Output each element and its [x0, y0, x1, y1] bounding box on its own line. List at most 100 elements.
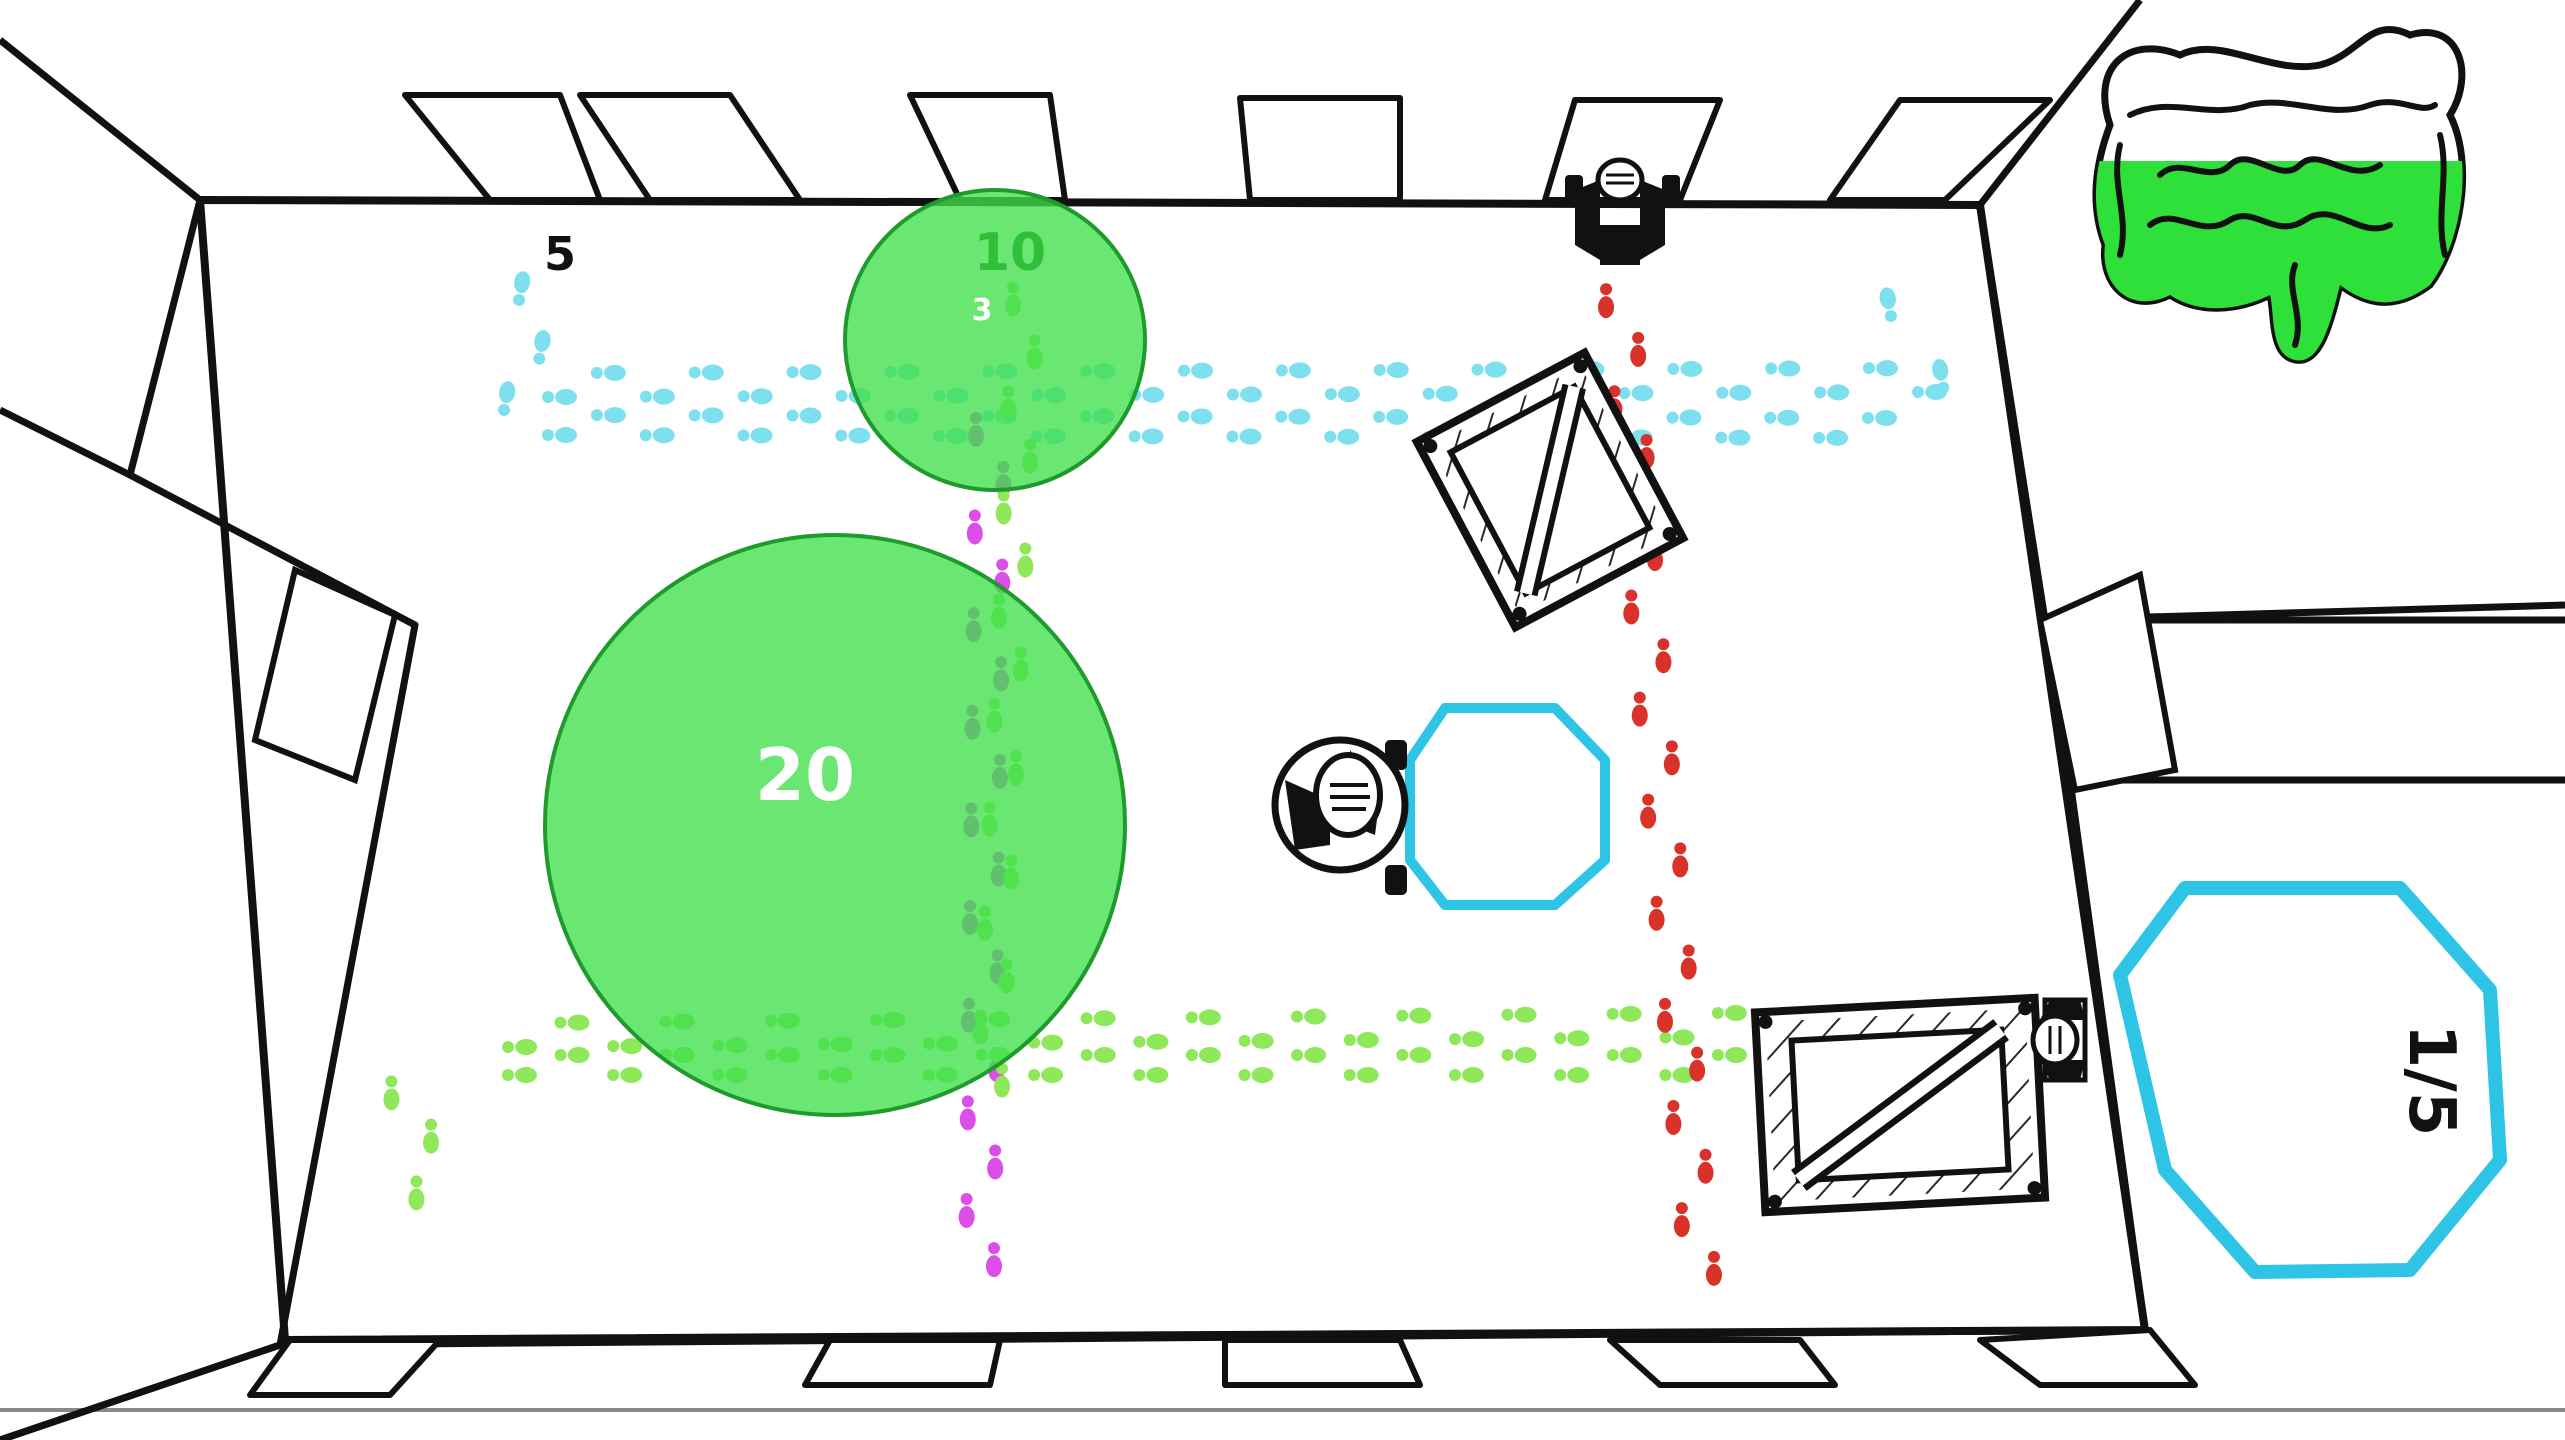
- footprint-cyan: [533, 330, 551, 365]
- footprint-cyan: [1373, 361, 1409, 378]
- guard-icon-top: [1565, 157, 1680, 265]
- footprint-cyan: [737, 427, 773, 444]
- footprint-magenta: [987, 1144, 1004, 1180]
- footprint-cyan: [1177, 408, 1213, 425]
- guard-icon-right: [2030, 997, 2088, 1083]
- footprint-magenta: [958, 1193, 975, 1229]
- footprint-cyan: [1324, 428, 1360, 445]
- footprint-cyan: [1667, 360, 1703, 377]
- footprint-green: [502, 1038, 538, 1055]
- target-ring-near-player[interactable]: [1405, 703, 1610, 910]
- footprint-green: [995, 489, 1012, 525]
- footprint-cyan: [590, 364, 626, 381]
- footprint-cyan: [1715, 429, 1751, 446]
- goal-progress-label: 1/5: [2394, 1024, 2468, 1136]
- wall-crenels-top: [402, 92, 2053, 203]
- wall-crenels-bottom: [247, 1327, 2198, 1398]
- footprint-green: [1448, 1067, 1484, 1083]
- wall-window-left: [251, 565, 399, 785]
- footprint-cyan: [1814, 384, 1850, 401]
- footprint-cyan: [737, 388, 773, 405]
- footprint-cyan: [1422, 385, 1458, 402]
- footprint-cyan: [639, 388, 675, 405]
- footprint-green: [1606, 1005, 1642, 1022]
- footprint-red: [1689, 1046, 1706, 1082]
- footprint-green: [1028, 1067, 1064, 1083]
- footprint-red: [1656, 997, 1673, 1033]
- gas-cloud-small-value: 10: [974, 223, 1046, 283]
- footprint-green: [1017, 542, 1034, 578]
- footprint-cyan: [1764, 409, 1800, 426]
- footprint-red: [1623, 589, 1640, 625]
- footprint-cyan: [1227, 386, 1263, 403]
- footprint-cyan: [498, 381, 516, 416]
- footprint-green: [607, 1038, 643, 1055]
- footprint-green: [383, 1075, 400, 1111]
- gas-cloud-large: 20: [543, 533, 1127, 1117]
- footprint-magenta: [985, 1242, 1002, 1278]
- footprint-cyan: [1863, 360, 1899, 377]
- goal-zone[interactable]: 1/5: [2113, 881, 2507, 1279]
- crate-lower: [1750, 993, 2050, 1217]
- footprint-green: [1343, 1067, 1379, 1083]
- footprint-green: [1396, 1047, 1432, 1063]
- footprint-cyan: [1373, 408, 1409, 425]
- footprint-red: [1665, 1099, 1682, 1135]
- timer-label: 5: [544, 227, 576, 281]
- footprint-green: [423, 1118, 440, 1154]
- player-icon[interactable]: [1271, 736, 1409, 895]
- footprint-green: [1606, 1047, 1642, 1063]
- footprint-green: [1133, 1067, 1169, 1083]
- footprint-green: [1185, 1047, 1221, 1063]
- footprint-cyan: [1178, 362, 1214, 379]
- footprint-red: [1598, 283, 1615, 319]
- crate-upper: [1411, 347, 1689, 633]
- footprint-cyan: [1128, 428, 1164, 445]
- footprint-red: [1680, 944, 1697, 980]
- footprint-cyan: [835, 427, 871, 444]
- footprint-cyan: [1275, 408, 1311, 425]
- footprint-cyan: [1765, 360, 1801, 377]
- footprint-green: [1133, 1033, 1169, 1050]
- footprint-cyan: [1716, 384, 1752, 401]
- gas-cloud-small: 10 3: [843, 188, 1147, 492]
- footprint-cyan: [1813, 429, 1849, 446]
- footprint-cyan: [1324, 386, 1360, 403]
- intestine-icon: [2092, 26, 2467, 364]
- footprint-green: [502, 1067, 537, 1083]
- footprint-cyan: [1862, 410, 1898, 427]
- footprint-red: [1640, 793, 1657, 829]
- footprint-green: [1238, 1067, 1274, 1083]
- footprint-green: [1501, 1047, 1537, 1063]
- gas-cloud-small-sub-value: 3: [972, 293, 993, 328]
- wall-window-right: [2036, 570, 2179, 794]
- footprint-red: [1631, 691, 1648, 727]
- footprint-cyan: [786, 407, 822, 424]
- footprint-green: [1554, 1067, 1590, 1083]
- footprint-cyan: [513, 271, 531, 306]
- footprint-cyan: [1618, 385, 1654, 402]
- footprint-green: [1080, 1047, 1116, 1063]
- footprint-green: [1449, 1031, 1485, 1048]
- footprint-green: [1711, 1005, 1747, 1022]
- footprint-cyan: [1879, 287, 1897, 323]
- footprint-cyan: [786, 364, 822, 381]
- footprint-green: [408, 1175, 425, 1211]
- footprint-cyan: [1932, 358, 1950, 394]
- footprint-magenta: [959, 1095, 976, 1131]
- footprint-cyan: [541, 426, 577, 443]
- footprint-green: [607, 1067, 643, 1083]
- footprint-red: [1672, 842, 1689, 878]
- footprint-green: [1185, 1009, 1221, 1026]
- footprint-cyan: [590, 407, 626, 424]
- footprint-red: [1655, 638, 1672, 674]
- footprint-green: [554, 1047, 590, 1063]
- footprint-green: [1501, 1006, 1537, 1023]
- footprint-green: [1396, 1007, 1432, 1024]
- footprint-red: [1648, 895, 1665, 931]
- footprint-cyan: [688, 407, 724, 424]
- footprint-green: [1712, 1047, 1747, 1063]
- footprint-red: [1663, 740, 1680, 776]
- footprint-green: [1238, 1032, 1274, 1049]
